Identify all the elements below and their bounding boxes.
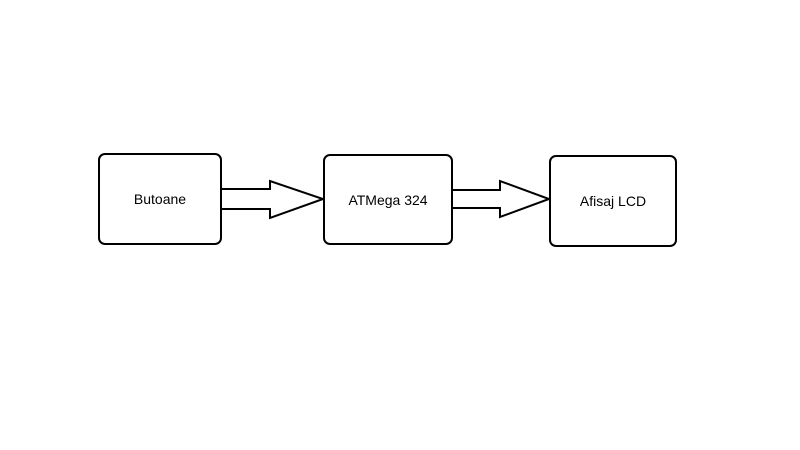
arrow-atmega-to-lcd — [453, 179, 552, 219]
node-label-atmega: ATMega 324 — [348, 191, 428, 208]
node-label-butoane: Butoane — [133, 191, 187, 207]
node-butoane: Butoane — [98, 153, 222, 245]
node-atmega: ATMega 324 — [323, 154, 453, 245]
node-label-lcd: Afisaj LCD — [579, 193, 647, 209]
arrow-butoane-to-atmega — [222, 179, 327, 220]
node-lcd: Afisaj LCD — [549, 155, 677, 247]
